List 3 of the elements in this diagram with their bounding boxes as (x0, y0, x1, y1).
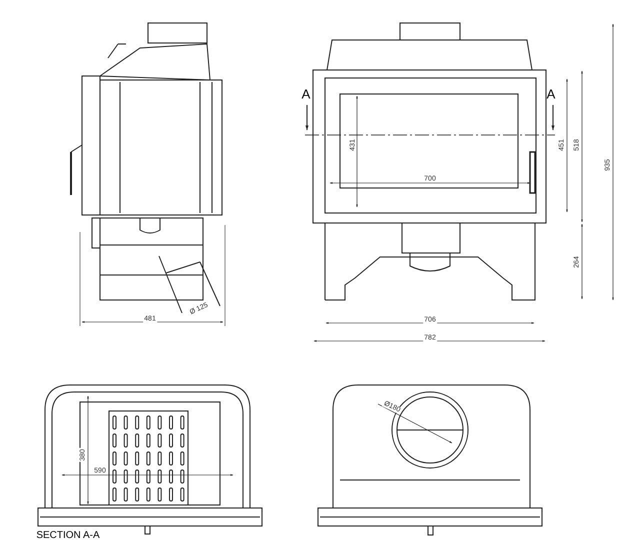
section-letter: A (546, 88, 556, 100)
section-title: SECTION A-A (35, 531, 101, 540)
section-letter: A (300, 88, 312, 100)
